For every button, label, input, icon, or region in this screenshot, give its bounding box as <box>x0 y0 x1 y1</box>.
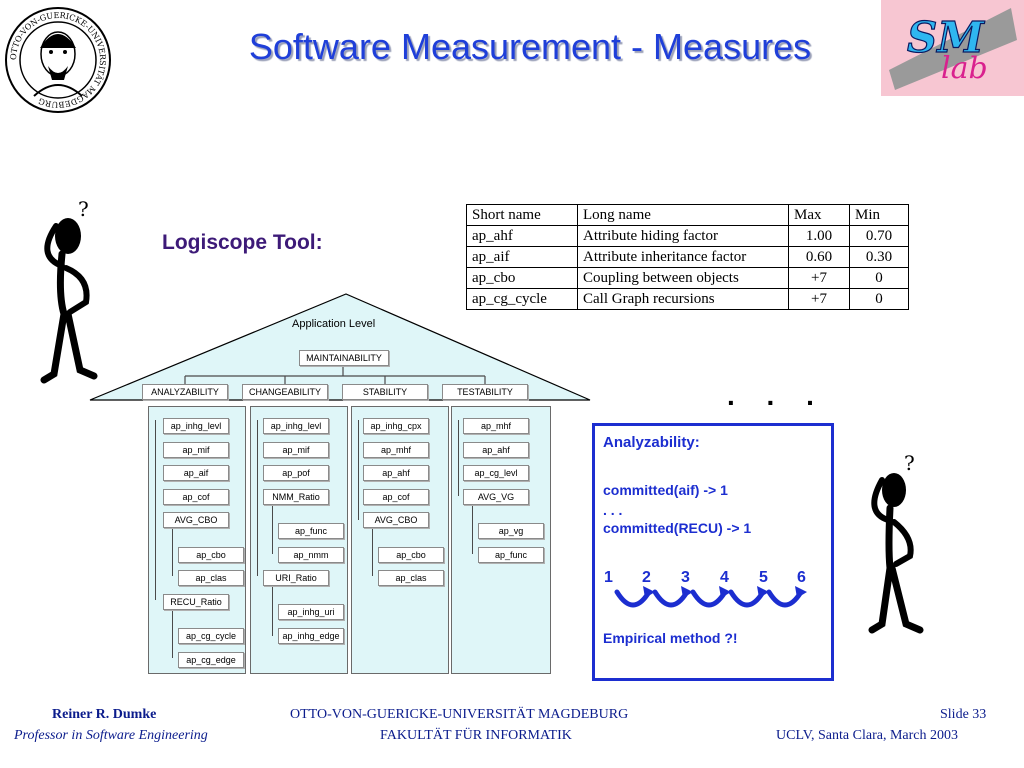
table-header-row: Short name Long name Max Min <box>466 204 909 226</box>
cell-max: +7 <box>788 288 850 310</box>
scale-number: 4 <box>720 569 729 586</box>
smlab-logo: SM lab <box>881 0 1024 96</box>
cell-max: 1.00 <box>788 225 850 247</box>
cell-max: +7 <box>788 267 850 289</box>
cell-short: ap_cg_cycle <box>466 288 578 310</box>
tool-heading: Logiscope Tool: <box>162 231 323 254</box>
footer-author: Reiner R. Dumke <box>52 707 157 722</box>
metric-node: ap_cg_levl <box>463 465 529 481</box>
footer-event: UCLV, Santa Clara, March 2003 <box>776 728 958 743</box>
committed-recu: committed(RECU) -> 1 <box>603 520 752 536</box>
header-min: Min <box>849 204 909 226</box>
footer-faculty: FAKULTÄT FÜR INFORMATIK <box>380 728 572 743</box>
analyzability-box: Analyzability: committed(aif) -> 1 . . .… <box>592 423 834 681</box>
metric-node: ap_mhf <box>363 442 429 458</box>
header-short-name: Short name <box>466 204 578 226</box>
footer-university: OTTO-VON-GUERICKE-UNIVERSITÄT MAGDEBURG <box>290 707 629 722</box>
scale-arrows-icon <box>613 586 813 619</box>
ellipsis: . . . <box>727 380 826 411</box>
metric-node: ap_pof <box>263 465 329 481</box>
table-row: ap_ahf Attribute hiding factor 1.00 0.70 <box>466 225 909 247</box>
metric-node: URI_Ratio <box>263 570 329 586</box>
metric-node: ap_inhg_uri <box>278 604 344 620</box>
scale-number: 6 <box>797 569 806 586</box>
cell-short: ap_ahf <box>466 225 578 247</box>
empirical-method: Empirical method ?! <box>603 630 738 646</box>
metric-node: RECU_Ratio <box>163 594 229 610</box>
metric-node: ap_nmm <box>278 547 344 563</box>
metric-node: ap_clas <box>178 570 244 586</box>
metric-node: ap_cbo <box>378 547 444 563</box>
scale-number: 5 <box>759 569 768 586</box>
metric-node: AVG_CBO <box>163 512 229 528</box>
cell-min: 0 <box>849 288 909 310</box>
metric-node: ap_cof <box>163 489 229 505</box>
logo-lab: lab <box>941 51 988 86</box>
cell-min: 0.70 <box>849 225 909 247</box>
svg-text:?: ? <box>904 451 915 475</box>
page-title: Software Measurement - Measures <box>248 26 812 67</box>
cell-short: ap_cbo <box>466 267 578 289</box>
metric-node: ap_cg_cycle <box>178 628 244 644</box>
svg-text:?: ? <box>78 197 89 221</box>
metric-node: ap_func <box>278 523 344 539</box>
thinking-figure-icon: ? <box>858 450 938 645</box>
metric-node: ap_inhg_levl <box>263 418 329 434</box>
university-seal: OTTO-VON-GUERICKE-UNIVERSITÄT MAGDEBURG <box>4 4 112 121</box>
table-row: ap_cg_cycle Call Graph recursions +7 0 <box>466 288 909 310</box>
header-max: Max <box>788 204 850 226</box>
header-long-name: Long name <box>577 204 789 226</box>
cell-min: 0 <box>849 267 909 289</box>
cell-min: 0.30 <box>849 246 909 268</box>
table-row: ap_cbo Coupling between objects +7 0 <box>466 267 909 289</box>
quality-model-roof <box>88 292 592 409</box>
metric-node: NMM_Ratio <box>263 489 329 505</box>
metric-node: AVG_VG <box>463 489 529 505</box>
cell-long: Coupling between objects <box>577 267 789 289</box>
metric-node: ap_cbo <box>178 547 244 563</box>
metric-node: ap_mif <box>263 442 329 458</box>
cell-max: 0.60 <box>788 246 850 268</box>
roof-label: Application Level <box>292 318 376 330</box>
metric-node: ap_func <box>478 547 544 563</box>
metric-node: ap_ahf <box>463 442 529 458</box>
metric-node: ap_inhg_levl <box>163 418 229 434</box>
metric-node: ap_inhg_cpx <box>363 418 429 434</box>
ellipsis-line: . . . <box>603 502 623 518</box>
metric-node: AVG_CBO <box>363 512 429 528</box>
metric-node: ap_cof <box>363 489 429 505</box>
footer-role: Professor in Software Engineering <box>14 728 208 743</box>
scale-number: 1 <box>604 569 613 586</box>
cell-short: ap_aif <box>466 246 578 268</box>
logo-sm: SM <box>907 13 985 62</box>
metric-node: ap_mif <box>163 442 229 458</box>
criterion-stability: STABILITY <box>342 384 428 400</box>
metric-node: ap_inhg_edge <box>278 628 344 644</box>
criterion-analyzability: ANALYZABILITY <box>142 384 228 400</box>
analyzability-heading: Analyzability: <box>603 434 700 451</box>
cell-long: Attribute hiding factor <box>577 225 789 247</box>
thinking-figure-icon: ? <box>32 196 112 391</box>
scale-number: 3 <box>681 569 690 586</box>
metric-node: ap_clas <box>378 570 444 586</box>
criterion-testability: TESTABILITY <box>442 384 528 400</box>
metric-node: ap_vg <box>478 523 544 539</box>
footer-slide: Slide 33 <box>940 707 987 722</box>
metric-node: ap_aif <box>163 465 229 481</box>
scale-number: 2 <box>642 569 651 586</box>
metric-node: ap_ahf <box>363 465 429 481</box>
cell-long: Call Graph recursions <box>577 288 789 310</box>
maintainability-node: MAINTAINABILITY <box>299 350 389 366</box>
metric-node: ap_cg_edge <box>178 652 244 668</box>
table-row: ap_aif Attribute inheritance factor 0.60… <box>466 246 909 268</box>
committed-aif: committed(aif) -> 1 <box>603 482 728 498</box>
criterion-changeability: CHANGEABILITY <box>242 384 328 400</box>
measures-table: Short name Long name Max Min ap_ahf Attr… <box>466 204 909 310</box>
cell-long: Attribute inheritance factor <box>577 246 789 268</box>
metric-node: ap_mhf <box>463 418 529 434</box>
